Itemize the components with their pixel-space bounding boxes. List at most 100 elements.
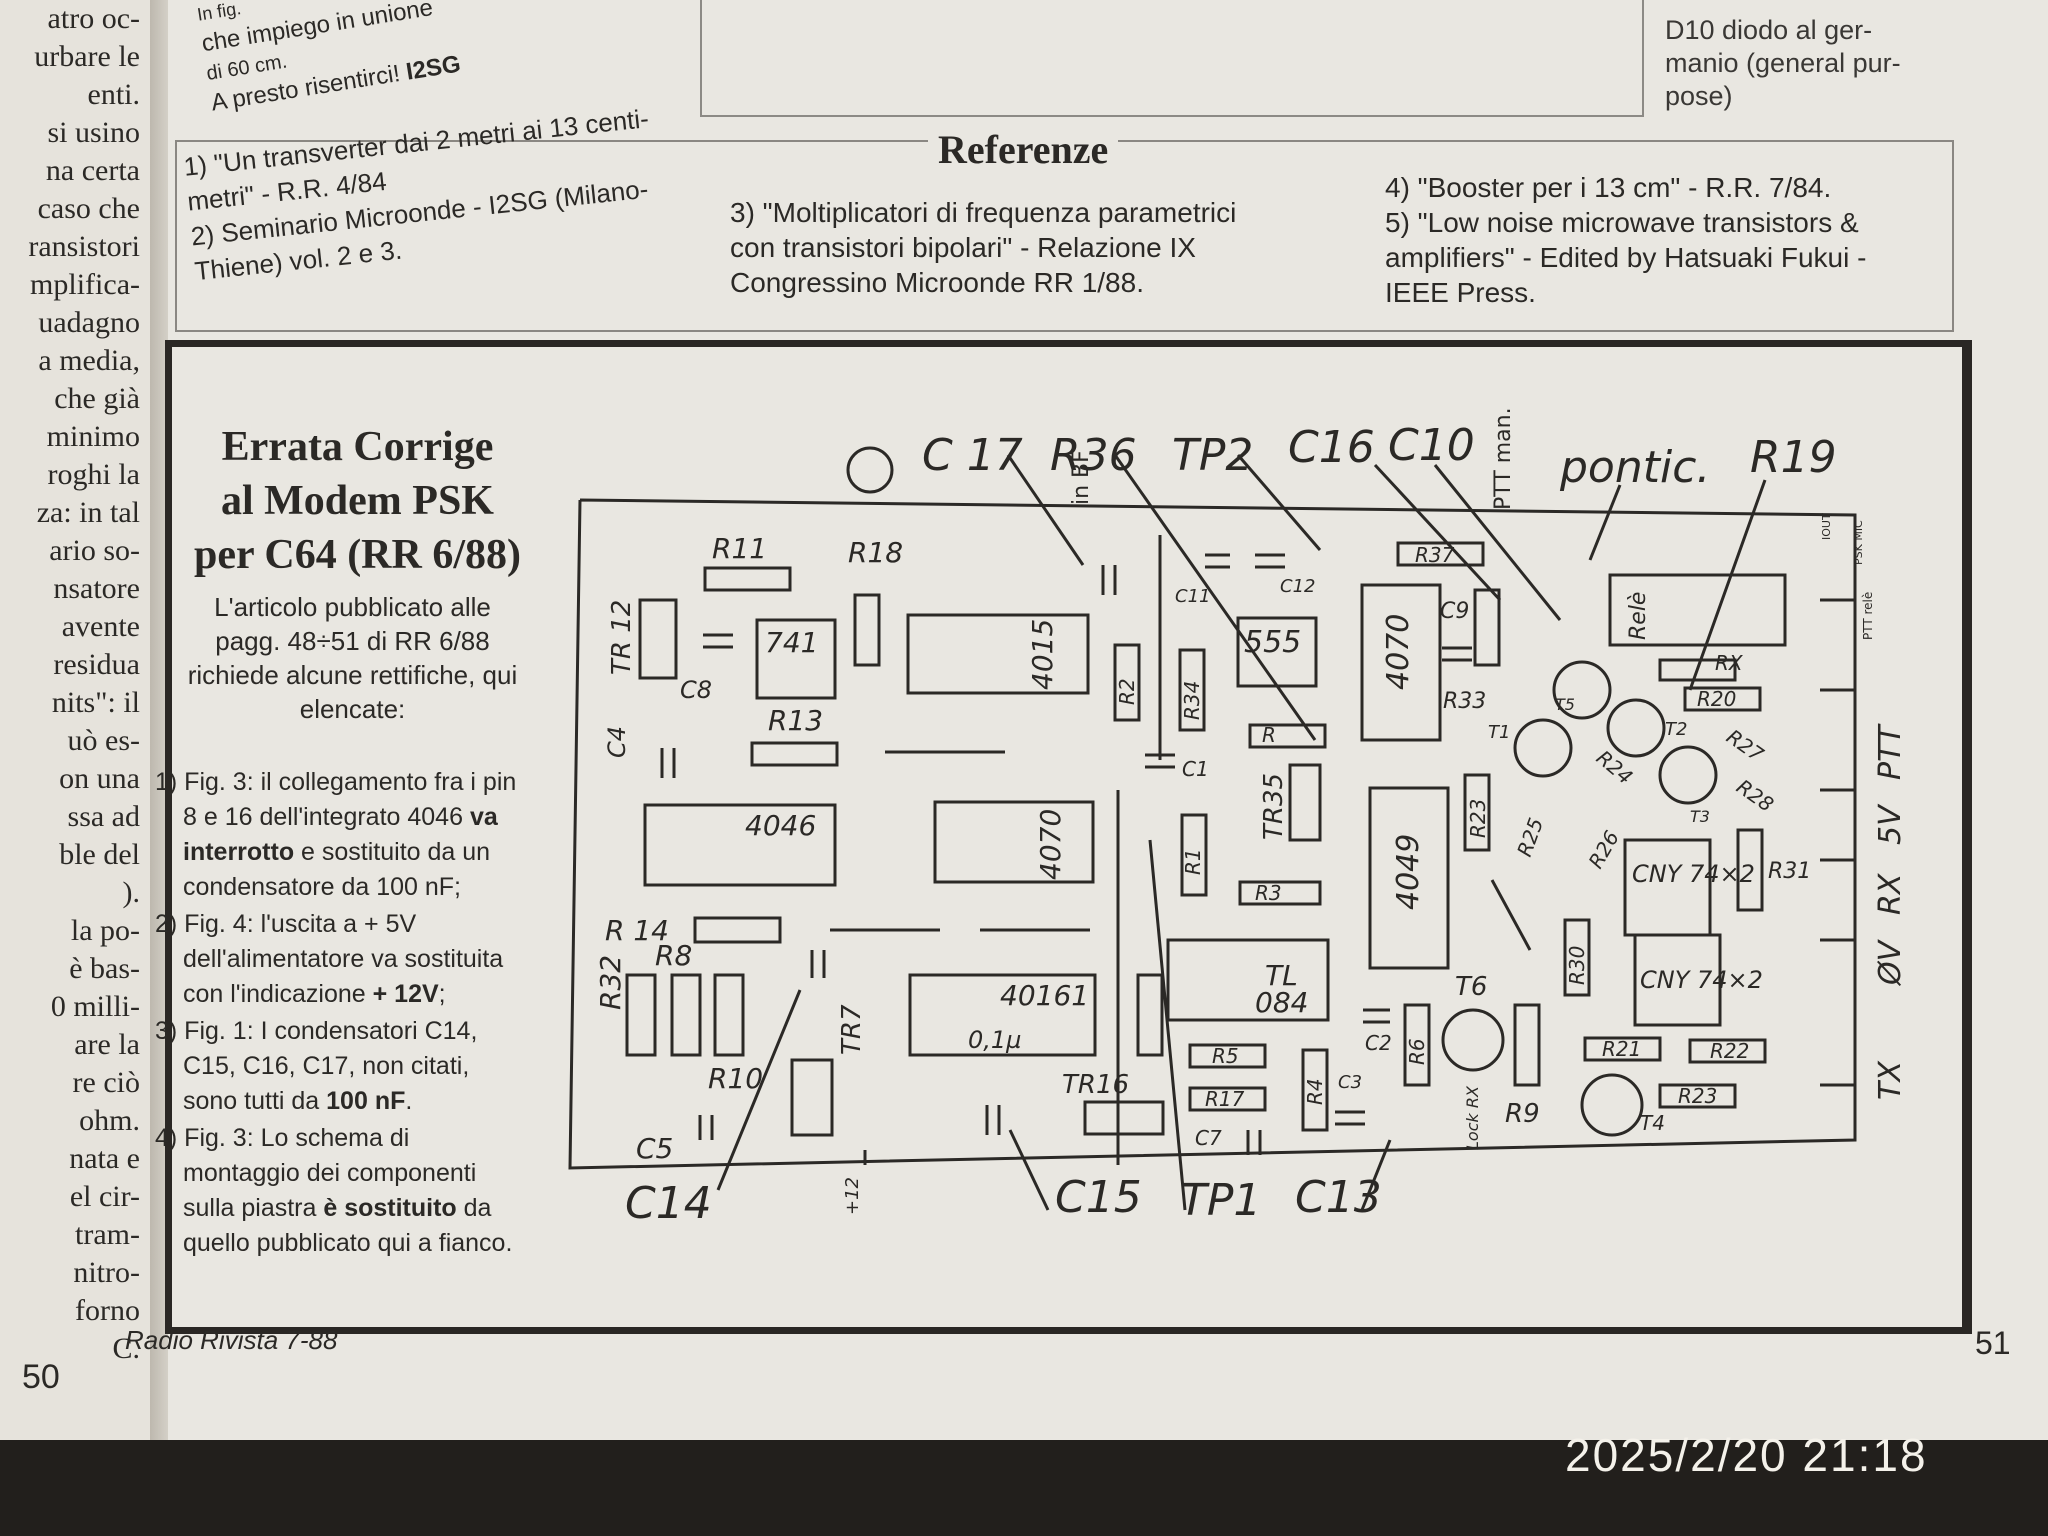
left-page-line: è bas-	[69, 952, 140, 985]
left-page-line: are la	[74, 1028, 140, 1061]
callout-c10: C10	[1388, 420, 1475, 471]
leader-c13	[1360, 1139, 1392, 1211]
resistor-r9	[1513, 1003, 1541, 1087]
left-page-line: uò es-	[67, 724, 140, 757]
ic-label: 741	[765, 626, 818, 659]
resistor-r13v	[1136, 973, 1164, 1057]
psk-mic-label: PSK MIC	[1852, 520, 1865, 565]
errata-emphasis: 100 nF	[326, 1087, 406, 1115]
resistor-r1	[1180, 813, 1208, 897]
errata-emphasis: è sostituito	[323, 1194, 457, 1222]
resistor-label: R23	[1466, 799, 1490, 838]
left-page-line: ransistori	[28, 230, 140, 263]
left-page-line: la po-	[70, 914, 140, 947]
left-page-line: 0 milli-	[50, 990, 140, 1023]
resistor-r13	[750, 741, 839, 767]
ic-label: 40161	[1000, 979, 1089, 1012]
left-page-line: uadagno	[38, 306, 140, 339]
cap-value-label: 0,1µ	[968, 1026, 1021, 1054]
callout-r19: R19	[1750, 432, 1837, 483]
resistor-label: R6	[1405, 1038, 1429, 1065]
left-page-line: za: in tal	[36, 496, 140, 529]
resistor-r32	[625, 973, 657, 1057]
ic-label: 4070	[1381, 614, 1416, 690]
resistor-label: R24	[1592, 745, 1638, 789]
lock-rx-label: Lock RX	[1463, 1085, 1482, 1150]
resistor-r34	[1178, 648, 1206, 732]
reference-line: 5) "Low noise microwave transistors &	[1385, 207, 1859, 238]
resistor-label: R23	[1678, 1084, 1717, 1108]
left-page-line: ssa ad	[67, 800, 140, 833]
reference-line: IEEE Press.	[1385, 277, 1536, 308]
capacitor-label: C3	[1338, 1072, 1362, 1093]
left-page-line: el cir-	[69, 1180, 140, 1213]
trimmer-label: TR35	[1259, 773, 1289, 840]
left-page-line: mplifica-	[30, 268, 140, 301]
resistor-label: R20	[1697, 687, 1736, 711]
supply-label: +12	[842, 1177, 863, 1215]
leader-r36	[1113, 454, 1317, 741]
transistor-t2	[1606, 698, 1666, 758]
left-page-line: ohm.	[79, 1104, 140, 1137]
errata-title: Errata Corrige al Modem PSK per C64 (RR …	[190, 420, 525, 582]
trimmer-label: TR 12	[607, 600, 637, 675]
resistor-label: R22	[1710, 1039, 1749, 1063]
resistor-label: R25	[1512, 815, 1548, 860]
left-page-line: urbare le	[34, 40, 140, 73]
errata-emphasis: va interrotto	[183, 803, 498, 866]
transistor-label: T1	[1488, 722, 1510, 743]
leader-c10	[1433, 464, 1562, 621]
wire	[1490, 879, 1532, 951]
resistor-r	[1248, 723, 1327, 749]
resistor-r2	[1113, 643, 1141, 722]
left-page-line: enti.	[87, 78, 141, 111]
capacitor-label: C1	[1182, 757, 1209, 781]
resistor-label: R13	[768, 704, 823, 737]
opto-2	[1633, 933, 1722, 1027]
capacitor-label: C8	[680, 676, 712, 704]
ic-label: 555	[1244, 625, 1301, 660]
ic-label: 4015	[1026, 619, 1059, 690]
trimmer-tr35	[1288, 763, 1322, 842]
resistor-label: R4	[1303, 1078, 1327, 1105]
errata-text: ;	[438, 980, 446, 1008]
magazine-footer: Radio Rivista 7-88	[125, 1325, 338, 1355]
callout-tp2: TP2	[1172, 430, 1253, 481]
resistor-label: R10	[708, 1062, 763, 1095]
resistor-label: R31	[1768, 859, 1811, 884]
left-page-line: ).	[122, 876, 141, 909]
resistor-r33	[1473, 588, 1501, 667]
trimmer-tr12	[638, 598, 678, 680]
left-page-line: residua	[53, 648, 140, 681]
trimmer-tr7	[790, 1058, 834, 1137]
d10-note: D10 diodo al ger- manio (general pur- po…	[1665, 15, 1901, 111]
errata-text: 4) Fig. 3: Lo schema di montaggio dei co…	[155, 1124, 477, 1222]
ic-40161	[908, 973, 1097, 1057]
reference-line: Congressino Microonde RR 1/88.	[730, 267, 1144, 298]
capacitor-label: C11	[1175, 586, 1210, 607]
edge-label-rx: RX	[1873, 872, 1908, 915]
left-page-line: nitro-	[73, 1256, 140, 1289]
callout-c15: C15	[1055, 1172, 1142, 1223]
right-page-number: 51	[1975, 1325, 2011, 1361]
board-outline	[568, 498, 1857, 1170]
callout-pontic: pontic.	[1559, 442, 1710, 493]
resistor-r31	[1736, 828, 1764, 912]
errata-list: 1) Fig. 3: il collegamento fra i pin 8 e…	[155, 765, 525, 1263]
resistor-label: R5	[1212, 1044, 1239, 1068]
errata-title-line: Errata Corrige	[221, 424, 494, 470]
leader-r19	[1688, 479, 1767, 691]
trimmer-label: TR16	[1062, 1070, 1129, 1100]
in-bf-label: in BF	[1069, 450, 1094, 505]
resistor-r23	[1463, 773, 1491, 852]
transistor-label: T2	[1665, 719, 1687, 740]
left-page-line: C.	[112, 1332, 140, 1365]
top-figure-box	[700, 0, 1644, 117]
errata-text: 2) Fig. 4: l'uscita a + 5V dell'alimenta…	[155, 910, 504, 1008]
trimmer-tr16	[1083, 1100, 1165, 1136]
capacitor-label: C5	[636, 1132, 673, 1165]
left-page-line: atro oc-	[47, 2, 140, 35]
left-page-line: a media,	[38, 344, 140, 377]
capacitor-label: C12	[1280, 576, 1315, 597]
resistor-label: R28	[1732, 774, 1778, 816]
